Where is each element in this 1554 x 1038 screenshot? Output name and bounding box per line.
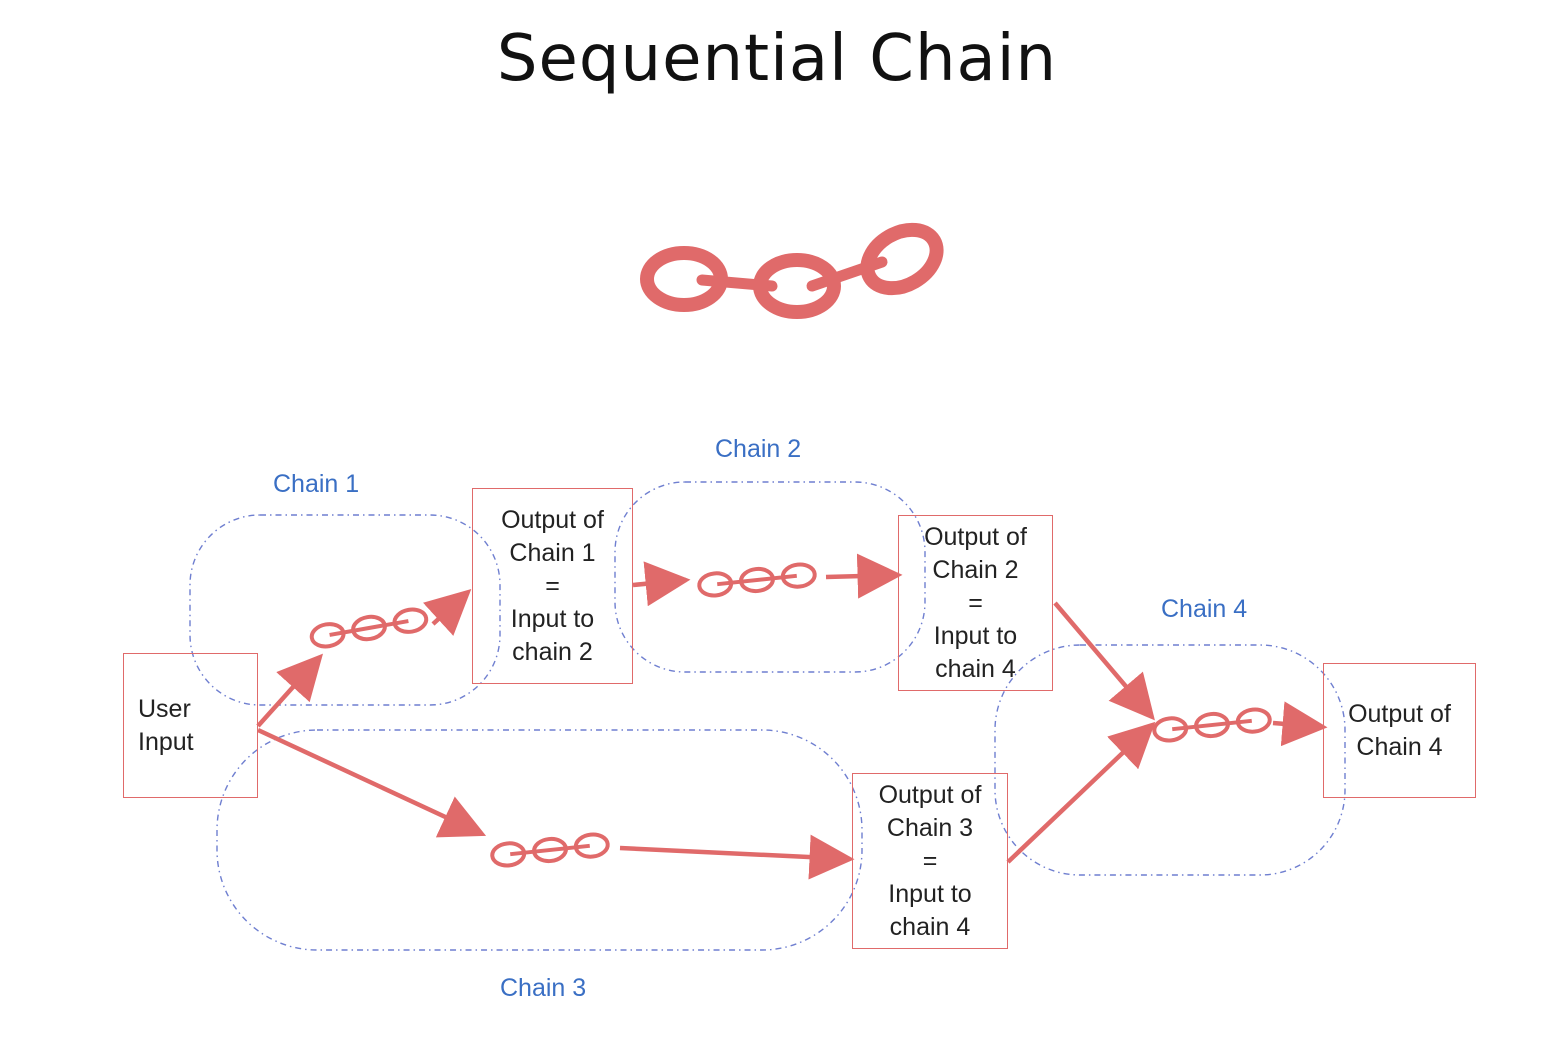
output-chain2-line: Chain 2 [932, 555, 1019, 584]
output-chain3-line: chain 4 [889, 912, 971, 941]
output-chain1-line: chain 2 [512, 637, 593, 666]
user-input-line: Input [138, 727, 194, 756]
user-input-box: User Input [123, 653, 258, 798]
chain-1-icon [309, 607, 429, 649]
arrow-chain1-to-output1 [422, 588, 472, 636]
output-chain4-line: Output of [1348, 699, 1451, 728]
arrow-chain4-to-output4 [1272, 701, 1328, 747]
chain-2-label: Chain 2 [715, 435, 802, 463]
chain-1-group-outline [189, 514, 501, 706]
arrow-chain2-to-output2 [825, 553, 903, 599]
page-title: Sequential Chain [496, 22, 1058, 96]
chain-link-icon [640, 222, 944, 319]
output-chain1-box: Output of Chain 1 = Input to chain 2 [472, 488, 633, 684]
output-chain1-line: Chain 1 [509, 538, 596, 567]
output-chain3-box: Output of Chain 3 = Input to chain 4 [852, 773, 1008, 949]
chain-3-group-outline [216, 729, 863, 951]
arrow-output2-to-chain4 [1053, 601, 1155, 721]
output-chain2-box: Output of Chain 2 = Input to chain 4 [898, 515, 1053, 691]
output-chain3-line: = [922, 846, 938, 875]
chain-2-group-outline [614, 481, 926, 673]
chain-1-label: Chain 1 [273, 470, 360, 498]
chain-3-label: Chain 3 [500, 974, 587, 1002]
output-chain2-line: Input to [933, 621, 1018, 650]
output-chain1-line: Input to [510, 604, 595, 633]
arrow-output1-to-chain2 [632, 561, 691, 607]
output-chain4-line: Chain 4 [1356, 732, 1443, 761]
arrow-chain3-to-output3 [619, 834, 855, 880]
output-chain3-line: Output of [878, 780, 982, 809]
chain-3-icon [490, 832, 610, 868]
arrow-user-to-chain3 [257, 727, 487, 838]
chain-4-group-outline [994, 644, 1346, 876]
output-chain1-line: Output of [501, 505, 604, 534]
arrow-output3-to-chain4 [1006, 721, 1156, 864]
chain-4-label: Chain 4 [1161, 595, 1248, 623]
output-chain2-line: Output of [924, 522, 1027, 551]
output-chain2-line: chain 4 [935, 654, 1016, 683]
chain-4-icon [1152, 707, 1272, 743]
arrow-user-to-chain1 [256, 653, 324, 728]
chain-2-icon [697, 562, 817, 598]
output-chain2-line: = [968, 588, 983, 617]
user-input-line: User [138, 694, 191, 723]
output-chain3-line: Input to [888, 879, 972, 908]
output-chain3-line: Chain 3 [886, 813, 974, 842]
output-chain4-box: Output of Chain 4 [1323, 663, 1476, 798]
output-chain1-line: = [545, 571, 560, 600]
